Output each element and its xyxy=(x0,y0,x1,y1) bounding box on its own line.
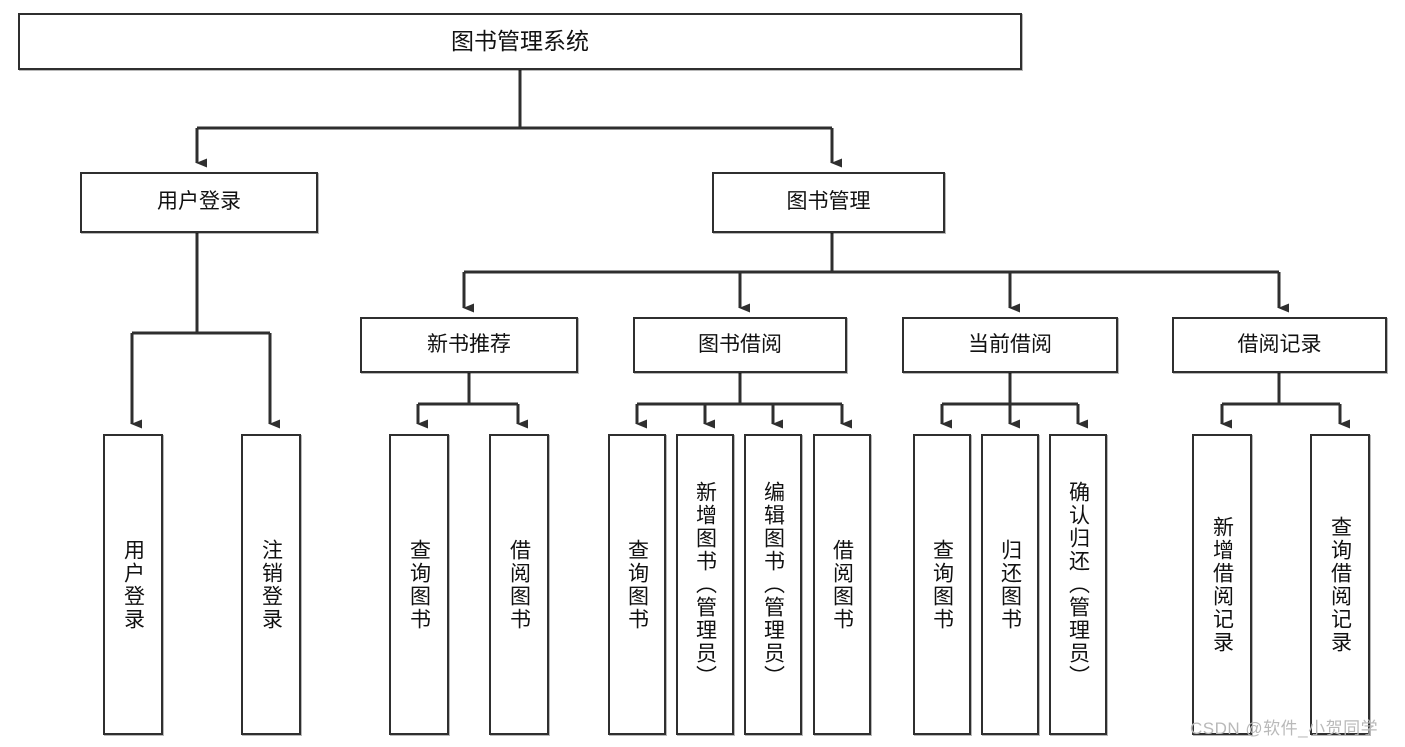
node-user-login-label: 用户登录 xyxy=(157,190,241,214)
node-leaf-add-record-label: 新增借阅记录 xyxy=(1210,515,1234,654)
node-leaf-borrow-book-1-label: 借阅图书 xyxy=(507,538,531,631)
node-leaf-query-book-1[interactable]: 查询图书 xyxy=(389,434,449,735)
node-book-manage-label: 图书管理 xyxy=(786,190,871,214)
node-leaf-borrow-book-2-label: 借阅图书 xyxy=(830,538,854,631)
node-book-borrow[interactable]: 图书借阅 xyxy=(633,317,847,373)
node-new-book-rec[interactable]: 新书推荐 xyxy=(360,317,578,373)
node-leaf-logout-label: 注销登录 xyxy=(259,538,283,631)
node-leaf-logout[interactable]: 注销登录 xyxy=(241,434,301,735)
node-current-borrow[interactable]: 当前借阅 xyxy=(902,317,1118,373)
csdn-watermark: CSDN @软件_小贺同学 xyxy=(1190,719,1379,738)
node-leaf-query-book-3[interactable]: 查询图书 xyxy=(913,434,971,735)
node-leaf-borrow-book-1[interactable]: 借阅图书 xyxy=(489,434,549,735)
node-current-borrow-label: 当前借阅 xyxy=(968,332,1052,356)
node-root[interactable]: 图书管理系统 xyxy=(18,13,1022,70)
node-leaf-confirm-return[interactable]: 确认归还（管理员） xyxy=(1049,434,1107,735)
node-book-borrow-label: 图书借阅 xyxy=(698,332,782,356)
node-leaf-add-book-label: 新增图书（管理员） xyxy=(693,481,717,688)
node-leaf-query-book-1-label: 查询图书 xyxy=(407,538,431,631)
node-leaf-query-record-label: 查询借阅记录 xyxy=(1328,515,1352,654)
node-leaf-user-login[interactable]: 用户登录 xyxy=(103,434,163,735)
node-leaf-query-record[interactable]: 查询借阅记录 xyxy=(1310,434,1370,735)
node-book-manage[interactable]: 图书管理 xyxy=(712,172,945,233)
node-leaf-add-record[interactable]: 新增借阅记录 xyxy=(1192,434,1252,735)
node-leaf-query-book-2[interactable]: 查询图书 xyxy=(608,434,666,735)
node-leaf-edit-book-label: 编辑图书（管理员） xyxy=(761,481,785,688)
node-leaf-edit-book[interactable]: 编辑图书（管理员） xyxy=(744,434,802,735)
node-leaf-add-book[interactable]: 新增图书（管理员） xyxy=(676,434,734,735)
node-leaf-return-book-label: 归还图书 xyxy=(998,538,1022,631)
node-root-label: 图书管理系统 xyxy=(451,27,589,54)
node-borrow-record-label: 借阅记录 xyxy=(1237,332,1322,356)
node-leaf-return-book[interactable]: 归还图书 xyxy=(981,434,1039,735)
node-user-login[interactable]: 用户登录 xyxy=(80,172,318,233)
node-leaf-borrow-book-2[interactable]: 借阅图书 xyxy=(813,434,871,735)
node-borrow-record[interactable]: 借阅记录 xyxy=(1172,317,1387,373)
node-leaf-confirm-return-label: 确认归还（管理员） xyxy=(1066,481,1090,688)
node-new-book-rec-label: 新书推荐 xyxy=(427,332,511,356)
node-leaf-user-login-label: 用户登录 xyxy=(121,538,145,631)
node-leaf-query-book-2-label: 查询图书 xyxy=(625,538,649,631)
node-leaf-query-book-3-label: 查询图书 xyxy=(930,538,954,631)
